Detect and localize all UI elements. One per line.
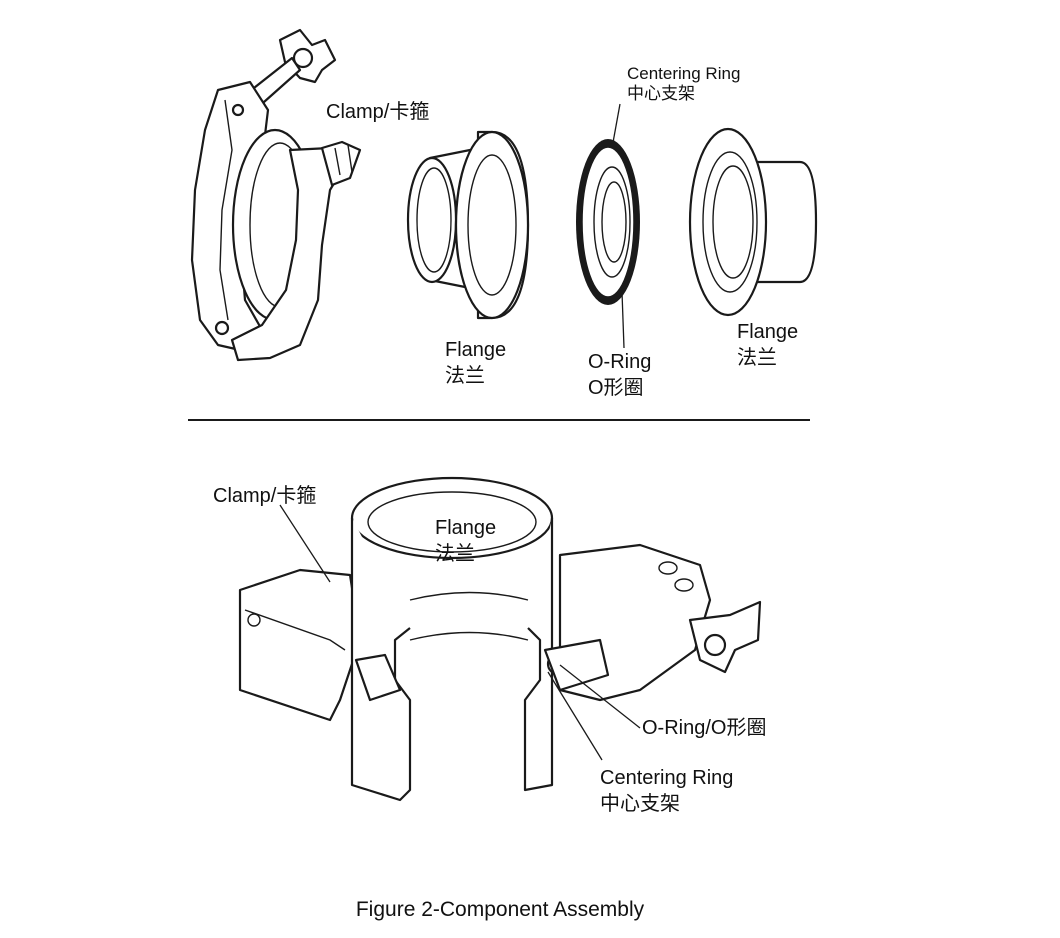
clamp-label-bottom: Clamp/卡箍 — [213, 485, 317, 507]
clamp-label-top: Clamp/卡箍 — [326, 101, 430, 123]
flange-label-right-en: Flange — [737, 321, 799, 343]
flange-drawing-left — [406, 130, 530, 320]
flange-label-bottom-en: Flange — [435, 517, 497, 539]
flange-label-left-zh: 法兰 — [445, 365, 485, 387]
assembled-clamp-drawing — [238, 476, 762, 802]
flange-label-right-zh: 法兰 — [737, 347, 777, 369]
o-ring-label-top-en: O-Ring — [588, 351, 652, 373]
centering-ring-label-top-en: Centering Ring — [627, 64, 741, 83]
centering-ring-drawing — [576, 139, 640, 305]
flange-label-bottom-zh: 法兰 — [435, 543, 475, 565]
flange-drawing-right — [688, 127, 818, 317]
centering-ring-label-bottom-en: Centering Ring — [600, 767, 734, 789]
centering-ring-label-bottom-zh: 中心支架 — [600, 793, 680, 815]
clamp-drawing-top — [190, 28, 362, 362]
centering-ring-label-top-zh: 中心支架 — [627, 84, 695, 103]
o-ring-label-bottom: O-Ring/O形圈 — [642, 717, 767, 739]
figure-caption: Figure 2-Component Assembly — [355, 898, 645, 921]
flange-label-left-en: Flange — [445, 339, 507, 361]
o-ring-label-top-zh: O形圈 — [588, 377, 644, 399]
